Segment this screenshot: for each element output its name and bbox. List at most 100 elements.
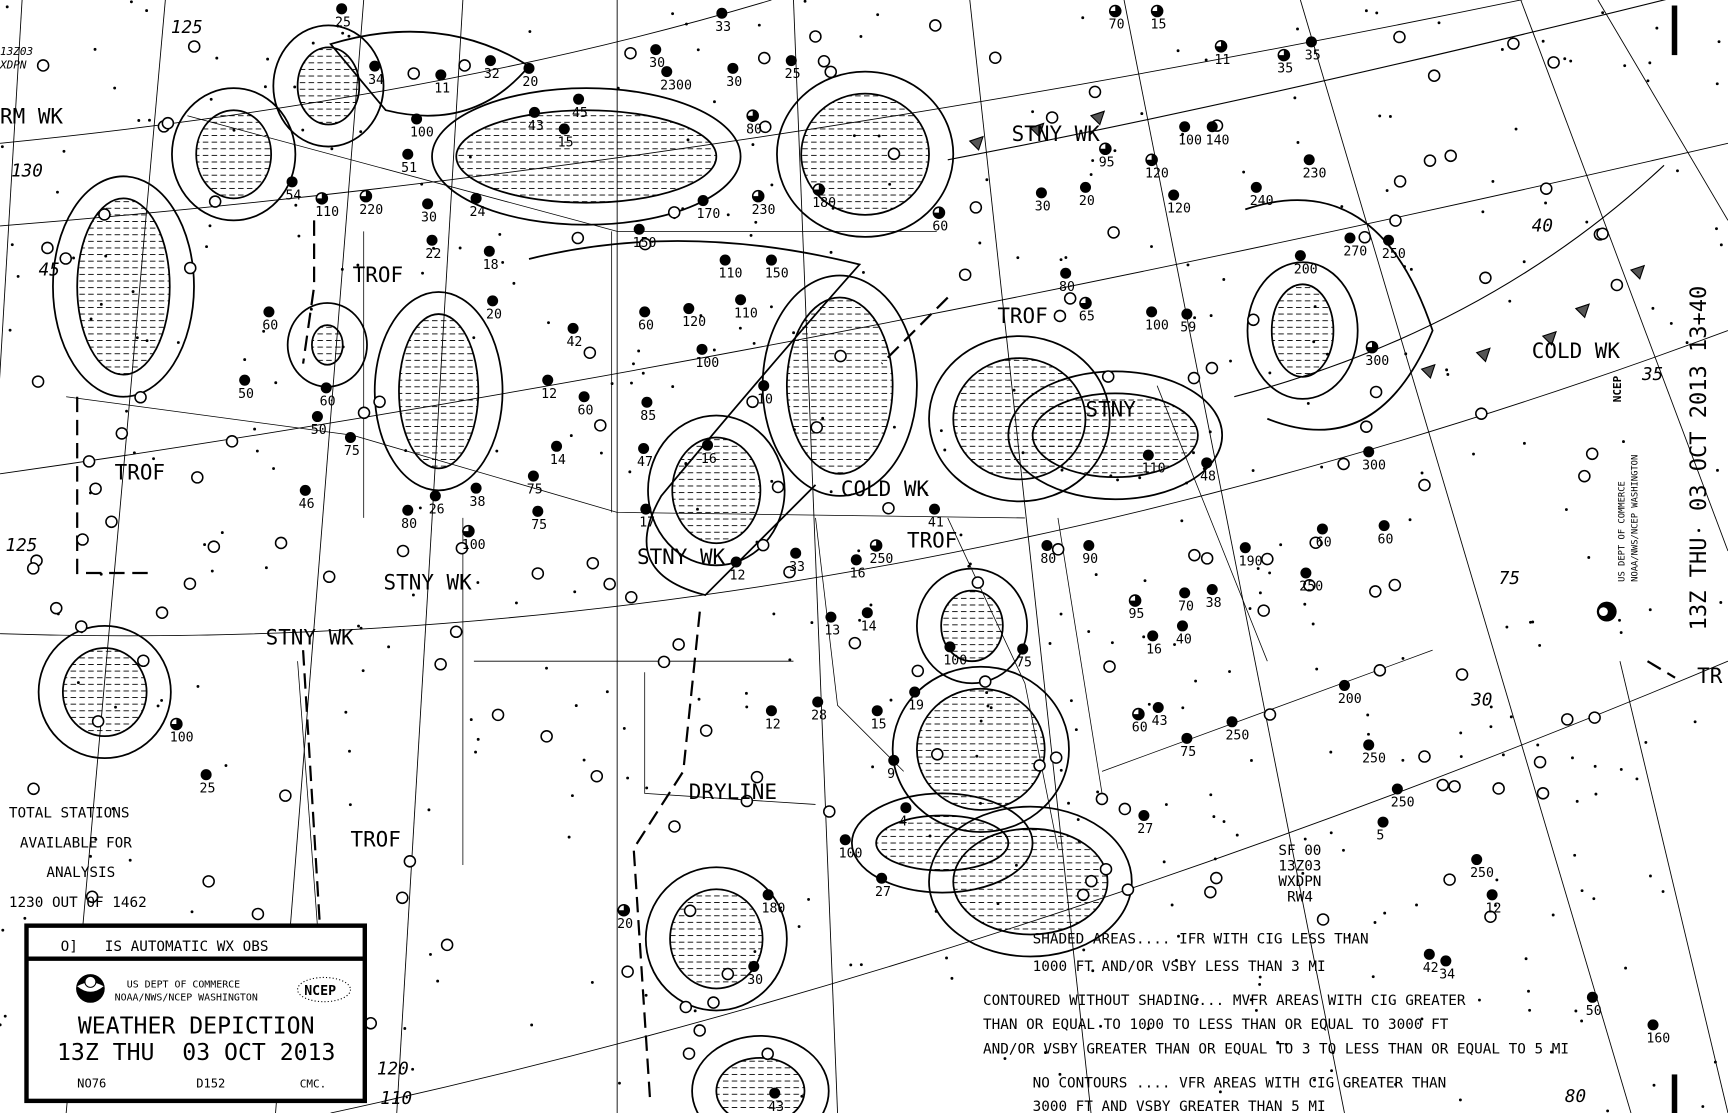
grid-dot (800, 1094, 804, 1098)
grid-dot (253, 427, 257, 431)
chart-code-left: NO76 (77, 1077, 106, 1091)
grid-dot (205, 245, 208, 249)
grid-dot (713, 100, 716, 104)
station-clear-icon (699, 724, 713, 737)
grid-dot (772, 612, 776, 616)
station-clear-icon (848, 636, 862, 650)
station-plot: 60 (1378, 520, 1393, 547)
grid-dot (1551, 913, 1555, 917)
station-clear-icon (1051, 543, 1065, 556)
grid-dot (1403, 265, 1406, 269)
grid-dot (753, 950, 757, 953)
station-clear-icon (761, 1047, 774, 1061)
grid-dot (697, 697, 701, 701)
station-clear-icon (638, 237, 652, 251)
grid-dot (996, 902, 1000, 906)
station-clear-icon (657, 655, 671, 669)
station-ceiling-value: 250 (1225, 728, 1249, 743)
grid-dot (1228, 670, 1231, 673)
station-ceiling-value: 34 (368, 73, 384, 88)
grid-label: 120 (377, 1059, 409, 1079)
grid-dot (738, 326, 742, 330)
agency-line-1: US DEPT OF COMMERCE (127, 979, 240, 990)
station-overcast-icon (542, 374, 554, 386)
station-ceiling-value: 100 (839, 846, 863, 861)
station-clear-icon (911, 664, 925, 678)
mvfr-contours (37, 24, 1434, 1113)
station-cover-fill (618, 904, 630, 916)
grid-dot (293, 85, 297, 89)
grid-dot (857, 549, 861, 553)
grid-label: 130 (11, 161, 43, 181)
station-clear-icon (583, 346, 597, 360)
station-ceiling-value: 300 (1362, 458, 1386, 473)
station-overcast-icon (735, 294, 747, 306)
station-ceiling-value: 250 (1391, 796, 1415, 811)
legend-explanation: SHADED AREAS.... IFR WITH CIG LESS THAN … (983, 931, 1569, 1113)
grid-dot (686, 138, 690, 142)
front-label: RM WK (0, 104, 63, 128)
station-plot: 70 (1178, 587, 1194, 614)
station-overcast-icon (861, 607, 873, 619)
station-clear-icon (183, 577, 197, 591)
grid-dot (1719, 243, 1723, 247)
station-cover-fill (747, 110, 759, 122)
station-clear-icon (1360, 420, 1373, 433)
station-ceiling-value: 250 (1470, 866, 1494, 881)
station-ceiling-value: 75 (531, 518, 547, 533)
grid-dot (1173, 643, 1176, 646)
station-overcast-icon (1079, 181, 1092, 193)
station-clear-icon (1118, 802, 1132, 816)
grid-dot (1060, 468, 1064, 472)
grid-dot (348, 749, 351, 753)
side-stamp: 13Z THU 03 OCT 2013 13+40 US DEPT OF COM… (1596, 5, 1712, 1113)
mvfr-contour (1246, 261, 1359, 400)
ifr-area (1031, 392, 1199, 479)
stations-note-line: TOTAL STATIONS (9, 806, 130, 822)
station-clear-icon (1099, 862, 1113, 876)
station-plot: 34 (368, 60, 384, 88)
noaa-logo-icon (76, 974, 105, 1003)
side-agency-line-1: US DEPT OF COMMERCE (1617, 481, 1627, 582)
station-plot: 90 (1082, 539, 1098, 567)
mvfr-contour (850, 792, 1034, 894)
station-plot: 12 (1486, 889, 1501, 916)
station-cover-fill (1079, 297, 1092, 309)
station-clear-icon (756, 538, 770, 552)
station-clear-icon (1475, 407, 1488, 420)
station-clear-icon (449, 625, 463, 639)
grid-dot (89, 317, 93, 321)
station-ceiling-value: 190 (1239, 554, 1263, 569)
station-overcast-icon (716, 7, 728, 19)
station-plot: 50 (311, 411, 327, 438)
station-overcast-icon (426, 234, 438, 246)
station-ceiling-value: 16 (701, 452, 717, 467)
station-overcast-icon (532, 505, 544, 517)
grid-dot (8, 328, 12, 332)
grid-dot (196, 684, 200, 688)
grid-dot (357, 624, 360, 628)
grid-dot (0, 1023, 2, 1027)
station-ceiling-value: 24 (469, 205, 485, 220)
grid-dot (10, 243, 14, 247)
station-ceiling-value: 250 (1299, 580, 1323, 595)
ifr-shaded-areas (61, 46, 1335, 1113)
station-overcast-icon (850, 554, 862, 566)
grid-dot (1536, 743, 1540, 747)
station-clear-icon (1388, 578, 1402, 592)
station-plot: 13 (824, 611, 840, 639)
station-cover-fill (1278, 49, 1290, 61)
station-clear-icon (396, 544, 410, 558)
station-overcast-icon (483, 245, 495, 257)
grid-dot (1524, 957, 1528, 961)
grid-dot (1213, 857, 1217, 861)
station-plot: 12 (765, 705, 781, 732)
mvfr-contour (776, 70, 955, 238)
station-plot: 14 (550, 440, 566, 468)
grid-dot (1320, 465, 1324, 469)
station-overcast-icon (1383, 234, 1395, 246)
explanation-line: CONTOURED WITHOUT SHADING... MVFR AREAS … (983, 993, 1466, 1009)
grid-dot (1076, 818, 1080, 821)
station-clear-icon (1247, 313, 1260, 327)
